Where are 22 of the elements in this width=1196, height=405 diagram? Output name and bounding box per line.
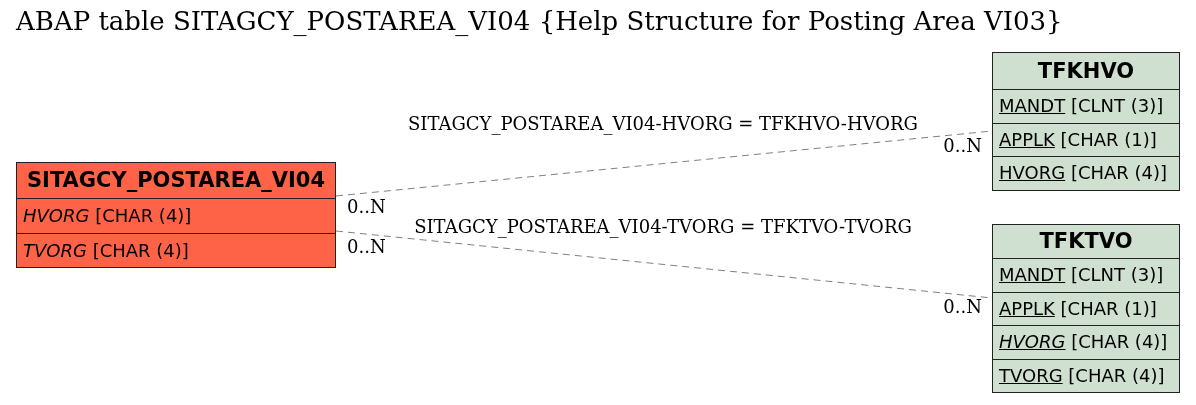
table-field: HVORG [CHAR (4)] [993,156,1179,190]
table-field: HVORG [CHAR (4)] [993,325,1179,359]
entity-table [16,162,336,268]
table-field: HVORG [CHAR (4)] [17,198,335,233]
table-field: APPLK [CHAR (1)] [993,122,1179,156]
table-field: MANDT [CLNT (3)] [993,258,1179,292]
cardinality-label: 0..N [943,137,982,155]
table-field: TVORG [CHAR (4)] [17,232,335,267]
cardinality-label: 0..N [347,238,386,256]
relationship-label: SITAGCY_POSTAREA_VI04-HVORG = TFKHVO-HVORG [406,114,920,134]
table-field: APPLK [CHAR (1)] [993,291,1179,325]
diagram-title: ABAP table SITAGCY_POSTAREA_VI04 {Help Structure for Posting Area VI03} [16,6,1063,36]
cardinality-label: 0..N [943,298,982,316]
table-name: SITAGCY_POSTAREA_VI04 [26,167,326,194]
table-field: MANDT [CLNT (3)] [993,89,1179,123]
table-name: TFKTVO [1039,228,1133,255]
table-name: TFKHVO [1037,58,1135,85]
entity-table [992,52,1180,191]
entity-table [992,224,1180,393]
cardinality-label: 0..N [347,198,386,216]
relationship-label: SITAGCY_POSTAREA_VI04-TVORG = TFKTVO-TVORG [412,217,914,237]
table-field: TVORG [CHAR (4)] [993,358,1179,392]
